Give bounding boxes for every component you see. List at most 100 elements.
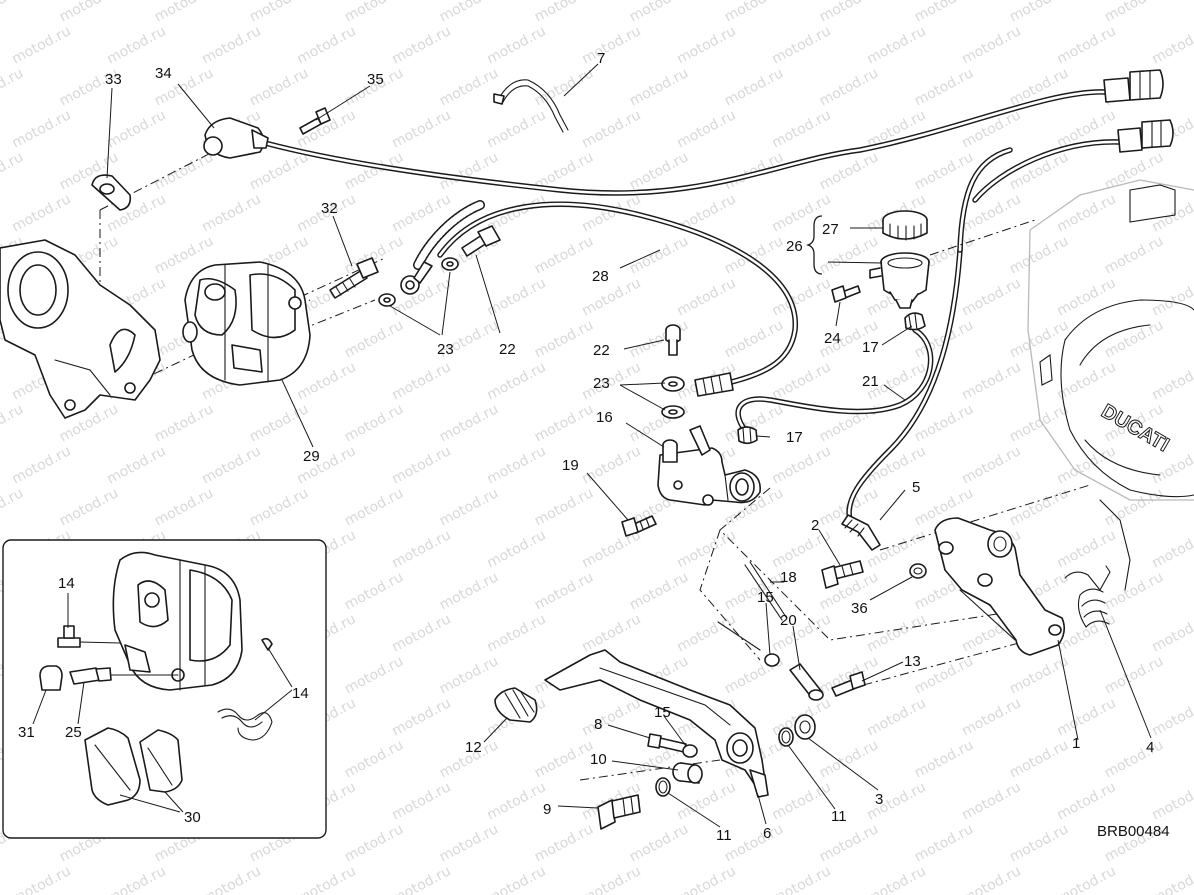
watermark-text: motod.ru <box>9 107 73 151</box>
watermark-text: motod.ru <box>532 0 596 26</box>
watermark-text: motod.ru <box>1007 821 1071 865</box>
watermark-text: motod.ru <box>722 0 786 26</box>
watermark-text: motod.ru <box>247 0 311 26</box>
watermark-text: motod.ru <box>722 65 786 109</box>
callout-15-upper: 15 <box>757 589 774 606</box>
watermark-text: motod.ru <box>959 779 1023 823</box>
watermark-text: motod.ru <box>627 0 691 26</box>
watermark-text: motod.ru <box>579 275 643 319</box>
watermark-text: motod.ru <box>152 0 216 26</box>
watermark-text: motod.ru <box>389 779 453 823</box>
watermark-text: motod.ru <box>1149 23 1194 67</box>
part-10-bushing <box>672 762 703 784</box>
watermark-text: motod.ru <box>484 359 548 403</box>
watermark-text: motod.ru <box>912 821 976 865</box>
part-36-washer <box>909 563 927 579</box>
watermark-text: motod.ru <box>0 0 26 26</box>
watermark-text: motod.ru <box>389 611 453 655</box>
part-2-bolt <box>821 560 864 589</box>
watermark-text: motod.ru <box>389 107 453 151</box>
part-23-washer-left <box>378 293 396 307</box>
watermark-text: motod.ru <box>294 863 358 895</box>
watermark-text: motod.ru <box>1102 737 1166 781</box>
watermark-text: motod.ru <box>342 821 406 865</box>
watermark-text: motod.ru <box>1007 233 1071 277</box>
watermark-text: motod.ru <box>1149 863 1194 895</box>
watermark-text: motod.ru <box>484 779 548 823</box>
watermark-text: motod.ru <box>817 821 881 865</box>
watermark-text: motod.ru <box>1007 737 1071 781</box>
watermark-text: motod.ru <box>532 821 596 865</box>
part-11-ring-right <box>778 727 794 747</box>
watermark-text: motod.ru <box>959 23 1023 67</box>
callout-14-inset-clip: 14 <box>292 685 309 702</box>
callout-1: 1 <box>1072 735 1080 752</box>
watermark-text: motod.ru <box>864 611 928 655</box>
watermark-text: motod.ru <box>769 359 833 403</box>
part-12-rubber <box>494 687 538 723</box>
callout-33: 33 <box>105 71 122 88</box>
watermark-text: motod.ru <box>579 107 643 151</box>
watermark-text: motod.ru <box>1102 569 1166 613</box>
caliper-bracket <box>0 239 161 419</box>
callout-17-upper: 17 <box>862 339 879 356</box>
watermark-text: motod.ru <box>674 863 738 895</box>
watermark-text: motod.ru <box>389 443 453 487</box>
watermark-text: motod.ru <box>1054 779 1118 823</box>
part-15-nut-lower <box>682 744 698 758</box>
watermark-text: motod.ru <box>912 149 976 193</box>
watermark-text: motod.ru <box>389 863 453 895</box>
callout-26: 26 <box>786 238 803 255</box>
callout-36: 36 <box>851 600 868 617</box>
callout-12: 12 <box>465 739 482 756</box>
watermark-text: motod.ru <box>152 149 216 193</box>
part-4-spring <box>1064 565 1111 628</box>
watermark-text: motod.ru <box>959 863 1023 895</box>
watermark-text: motod.ru <box>1149 359 1194 403</box>
watermark-text: motod.ru <box>484 611 548 655</box>
watermark-text: motod.ru <box>0 65 26 109</box>
watermark-text: motod.ru <box>627 317 691 361</box>
part-24-screw <box>831 285 861 303</box>
watermark-text: motod.ru <box>342 401 406 445</box>
watermark-text: motod.ru <box>1007 653 1071 697</box>
watermark-text: motod.ru <box>1007 485 1071 529</box>
part-11-ring-left <box>655 777 671 797</box>
watermark-text: motod.ru <box>1149 275 1194 319</box>
watermark-text: motod.ru <box>57 485 121 529</box>
detail-inset <box>2 539 327 839</box>
watermark-text: motod.ru <box>1149 695 1194 739</box>
callout-6: 6 <box>763 825 771 842</box>
callout-8: 8 <box>594 716 602 733</box>
watermark-text: motod.ru <box>1102 317 1166 361</box>
callout-15-lower: 15 <box>654 704 671 721</box>
watermark-text: motod.ru <box>0 401 26 445</box>
watermark-text: motod.ru <box>294 359 358 403</box>
watermark-text: motod.ru <box>437 0 501 26</box>
callout-11-left: 11 <box>716 827 732 844</box>
callout-18: 18 <box>780 569 797 586</box>
watermark-text: motod.ru <box>769 443 833 487</box>
watermark-text: motod.ru <box>674 611 738 655</box>
watermark-text: motod.ru <box>389 527 453 571</box>
watermark-text: motod.ru <box>1054 191 1118 235</box>
watermark-text: motod.ru <box>1102 0 1166 26</box>
watermark-text: motod.ru <box>1102 653 1166 697</box>
watermark-text: motod.ru <box>959 695 1023 739</box>
brake-hose-28 <box>400 200 798 397</box>
watermark-text: motod.ru <box>104 23 168 67</box>
brace-26 <box>805 215 823 275</box>
watermark-text: motod.ru <box>769 527 833 571</box>
callout-23-caliper: 23 <box>437 341 454 358</box>
watermark-text: motod.ru <box>532 569 596 613</box>
callout-3: 3 <box>875 791 883 808</box>
watermark-text: motod.ru <box>0 149 26 193</box>
watermark-text: motod.ru <box>199 23 263 67</box>
part-9-pivot-bolt <box>597 794 641 830</box>
watermark-text: motod.ru <box>104 863 168 895</box>
switch-cable <box>262 69 1174 203</box>
watermark-text: motod.ru <box>1054 359 1118 403</box>
watermark-text: motod.ru <box>864 779 928 823</box>
watermark-text: motod.ru <box>912 0 976 26</box>
